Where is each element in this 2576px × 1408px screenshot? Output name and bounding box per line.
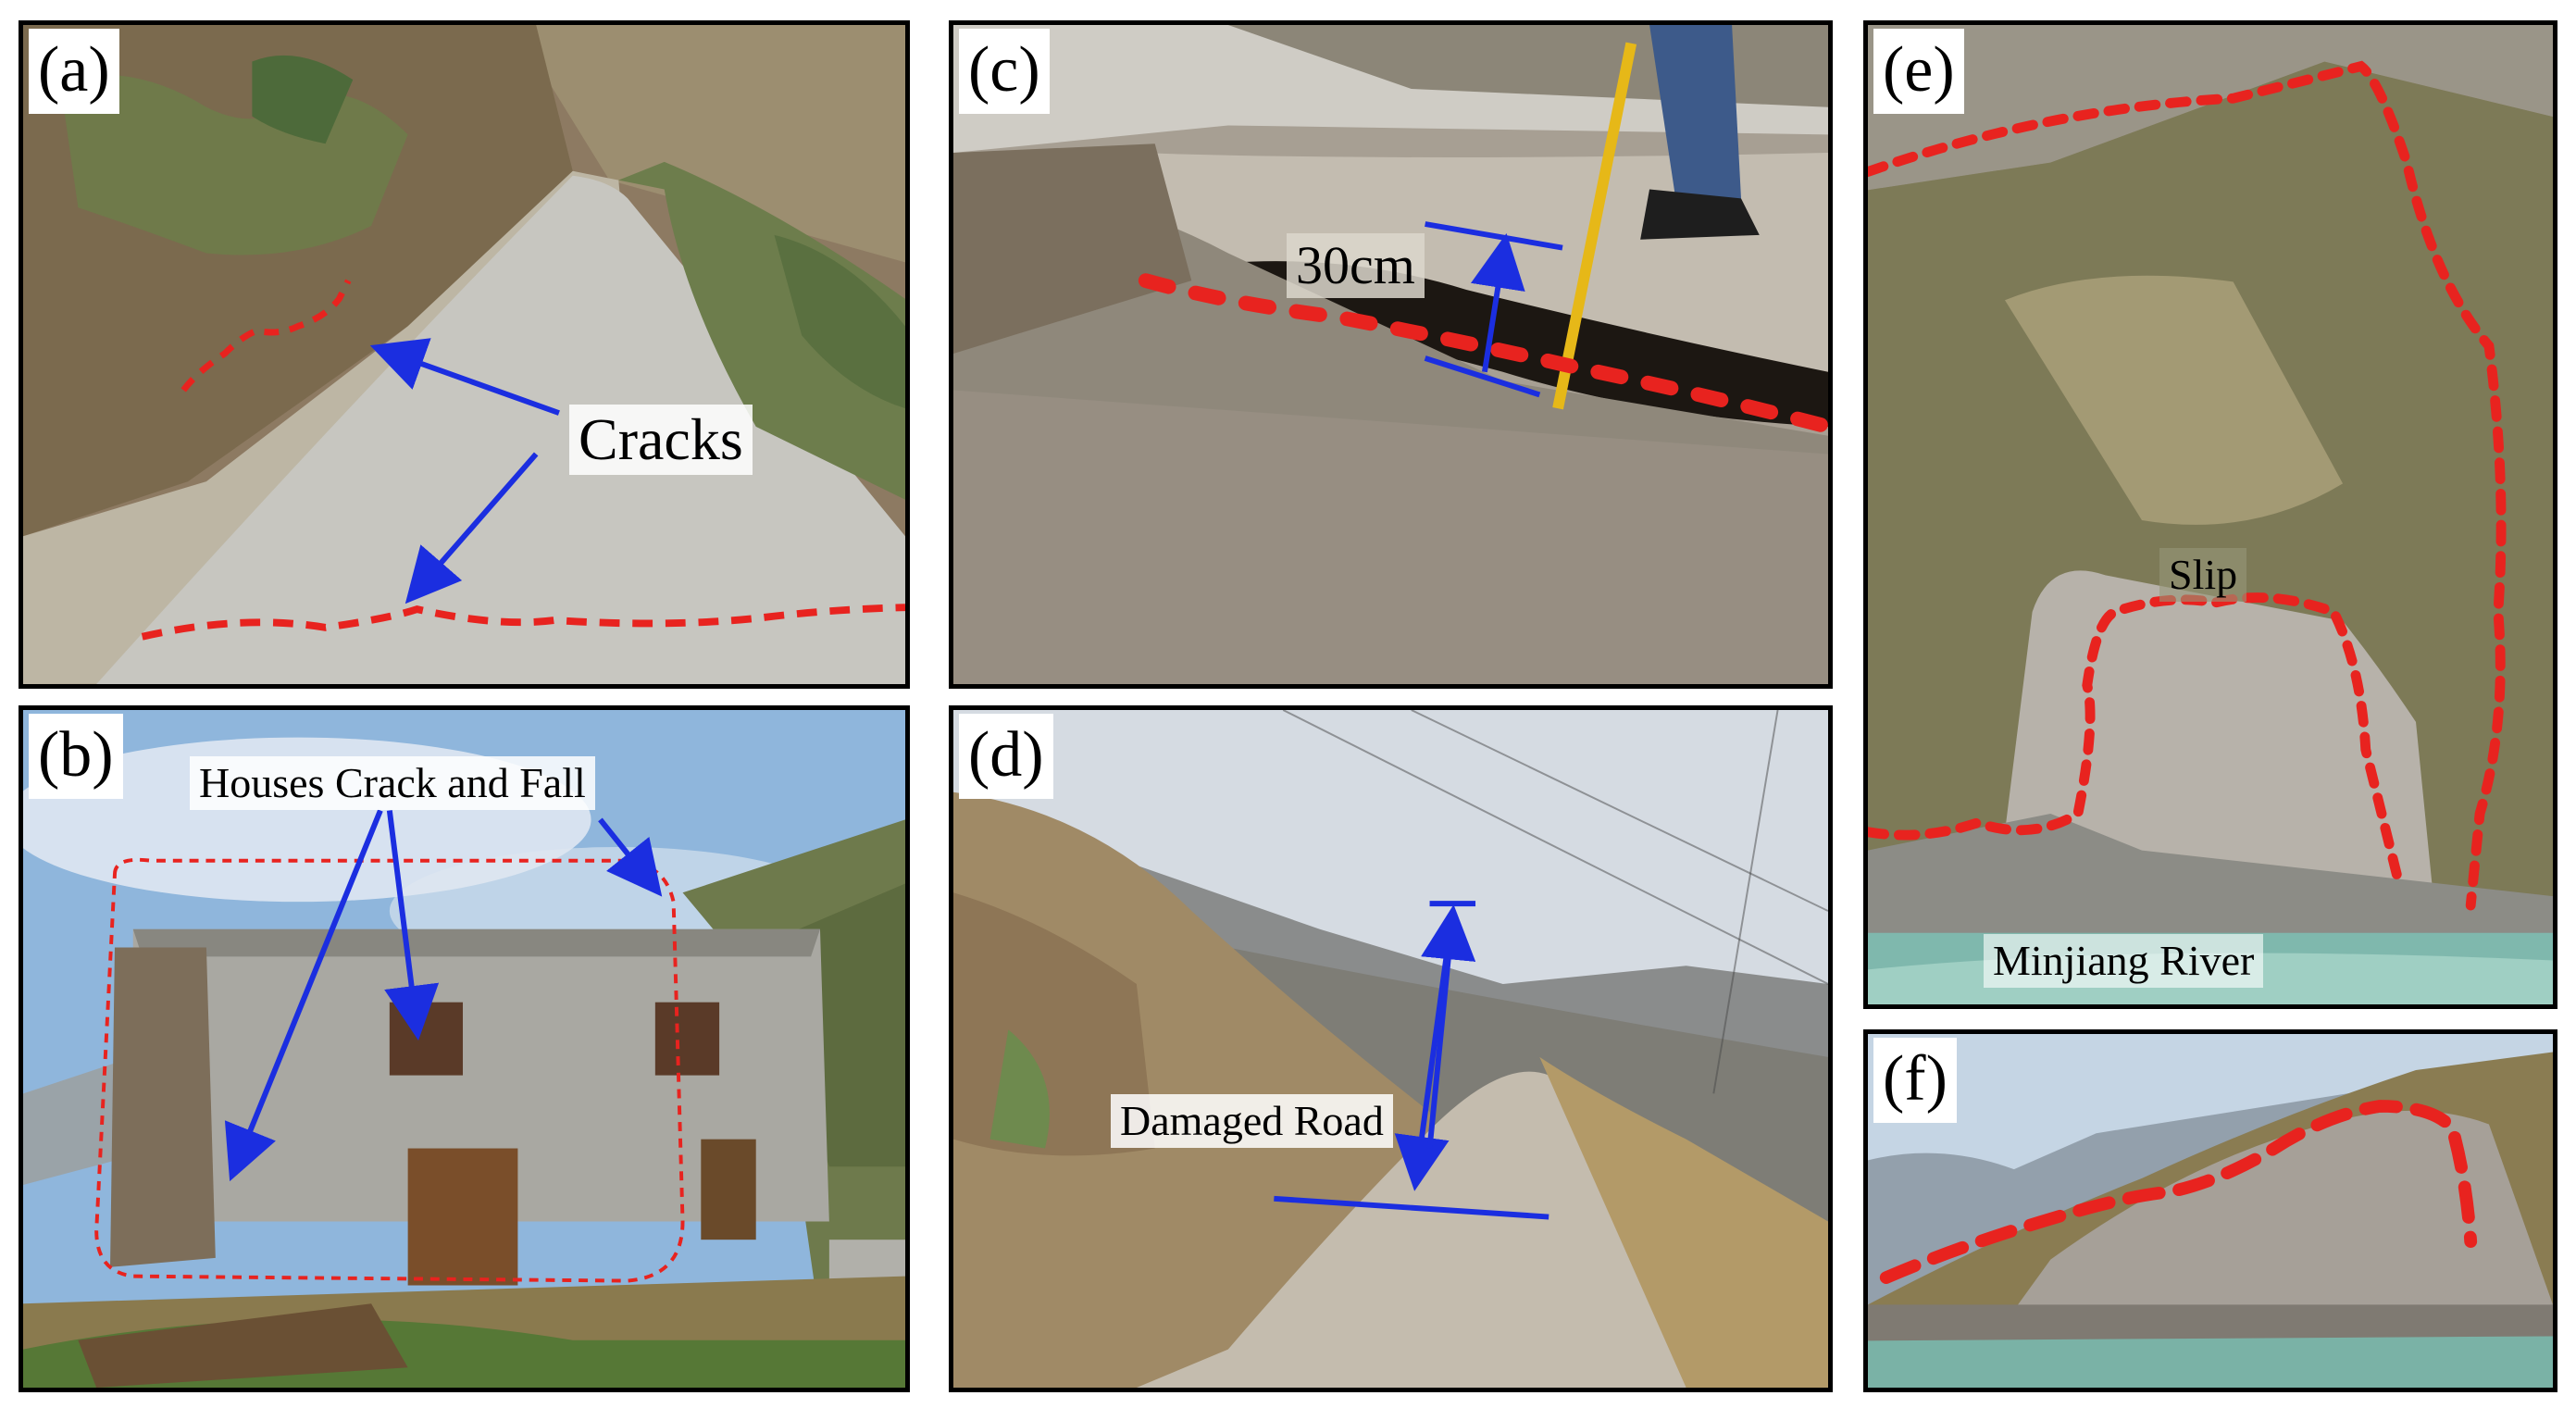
cracks-annotation: Cracks — [569, 405, 753, 475]
houses-annotation: Houses Crack and Fall — [190, 756, 595, 810]
panel-label-a: (a) — [29, 29, 119, 114]
panel-label-d: (d) — [959, 714, 1053, 799]
photo-panel-c: (c) 30cm — [949, 20, 1833, 689]
photo-panel-d: (d) Damaged Road — [949, 705, 1833, 1392]
damaged-road-annotation: Damaged Road — [1111, 1094, 1393, 1148]
panel-label-c: (c) — [959, 29, 1050, 114]
slip-annotation: Slip — [2159, 548, 2247, 602]
panel-label-b: (b) — [29, 714, 123, 799]
panel-label-e: (e) — [1873, 29, 1964, 114]
gap-measure-annotation: 30cm — [1287, 233, 1425, 298]
photo-panel-f: (f) — [1863, 1029, 2557, 1392]
road-gap-photo — [953, 25, 1828, 684]
photo-panel-e: (e) Slip Minjiang River — [1863, 20, 2557, 1009]
photo-panel-b: (b) Houses Crack and Fall — [19, 705, 910, 1392]
panel-label-f: (f) — [1873, 1038, 1957, 1123]
photo-panel-a: (a) Cracks — [19, 20, 910, 689]
damaged-road-photo — [953, 710, 1828, 1388]
riverbank-slope-photo — [1868, 1034, 2553, 1388]
hillslope-slip-photo — [1868, 25, 2553, 1004]
damaged-house-photo — [23, 710, 905, 1388]
minjiang-river-annotation: Minjiang River — [1984, 934, 2264, 988]
road-crack-photo — [23, 25, 905, 684]
